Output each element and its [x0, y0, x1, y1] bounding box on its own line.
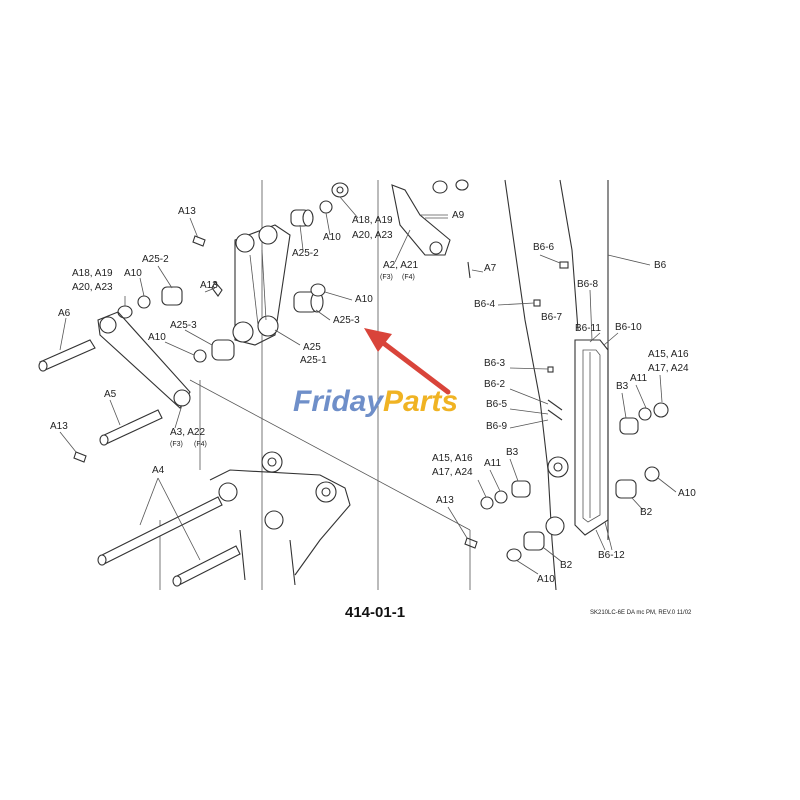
part-label-l30: B6-11: [575, 323, 601, 334]
part-label-l17: A25-3: [170, 320, 197, 331]
part-label-l05: A10: [124, 268, 142, 279]
part-label-l35: B3: [616, 381, 629, 392]
part-label-l31: B6-10: [615, 322, 642, 333]
red-pointer-arrow: [364, 328, 451, 395]
left-link-group: [38, 311, 191, 463]
lower-arm-group: [97, 451, 351, 587]
center-rod-group: [117, 224, 326, 363]
part-label-l32: A15, A16: [648, 349, 689, 360]
part-label-l39: B6-9: [486, 421, 508, 432]
part-label-l11: A9: [452, 210, 465, 221]
part-sub-label-s1: (F3): [380, 274, 393, 281]
watermark-brand-part1: Friday: [293, 385, 384, 418]
part-label-l23: A13: [50, 421, 68, 432]
part-label-l01: A13: [178, 206, 196, 217]
part-label-l21: A5: [104, 389, 117, 400]
part-label-l48: B2: [560, 560, 573, 571]
part-label-l13: A7: [484, 263, 497, 274]
part-label-l26: B6: [654, 260, 667, 271]
sheet-code: 414-01-1: [345, 604, 405, 621]
part-label-l10: A20, A23: [352, 230, 393, 241]
part-label-l29: B6-7: [541, 312, 563, 323]
part-label-l38: B6-5: [486, 399, 508, 410]
part-sub-label-s2: (F4): [402, 274, 415, 281]
part-label-l06: A13: [200, 280, 218, 291]
part-label-l41: A17, A24: [432, 467, 473, 478]
upper-link-group: [290, 179, 471, 279]
part-label-l24: A4: [152, 465, 165, 476]
part-label-l25: B6-6: [533, 242, 555, 253]
part-label-l27: B6-8: [577, 279, 599, 290]
part-label-l42: A11: [484, 458, 501, 469]
part-label-l19: A25: [303, 342, 321, 353]
part-label-l49: A10: [537, 574, 555, 585]
part-label-l08: A10: [323, 232, 341, 243]
part-label-l03: A18, A19: [72, 268, 113, 279]
part-label-l34: B6-3: [484, 358, 506, 369]
part-label-l40: A15, A16: [432, 453, 473, 464]
part-label-l02: A25-2: [142, 254, 169, 265]
part-label-l37: B6-2: [484, 379, 506, 390]
part-label-l12: A2, A21: [383, 260, 418, 271]
part-label-l22: A3, A22: [170, 427, 205, 438]
part-label-l36: A11: [630, 373, 647, 384]
part-label-l09: A18, A19: [352, 215, 393, 226]
part-label-l33: A17, A24: [648, 363, 689, 374]
part-label-l14: A10: [355, 294, 373, 305]
part-sub-labels: (F3) (F4) (F3) (F4): [170, 274, 415, 448]
boom-assembly: [497, 179, 651, 591]
part-label-l07: A25-2: [292, 248, 319, 259]
part-label-l18: A10: [148, 332, 166, 343]
part-label-l46: B2: [640, 507, 653, 518]
part-label-l47: B6-12: [598, 550, 625, 561]
part-label-l28: B6-4: [474, 299, 496, 310]
part-label-l16: A6: [58, 308, 71, 319]
leader-lines: [59, 196, 677, 575]
watermark-logo: FridayParts: [293, 385, 458, 418]
part-label-l45: A10: [678, 488, 696, 499]
part-label-l15: A25-3: [333, 315, 360, 326]
part-label-l43: B3: [506, 447, 519, 458]
revision-note: SK210LC-6E DA mc PM, REV.0 11/02: [590, 610, 692, 616]
part-sub-label-s3: (F3): [170, 441, 183, 448]
boom-hardware: [464, 402, 669, 562]
part-label-l44: A13: [436, 495, 454, 506]
watermark-brand-part2: Parts: [383, 385, 458, 418]
part-sub-label-s4: (F4): [194, 441, 207, 448]
part-label-l04: A20, A23: [72, 282, 113, 293]
svg-text:FridayParts: FridayParts: [293, 385, 458, 418]
part-label-l20: A25-1: [300, 355, 327, 366]
